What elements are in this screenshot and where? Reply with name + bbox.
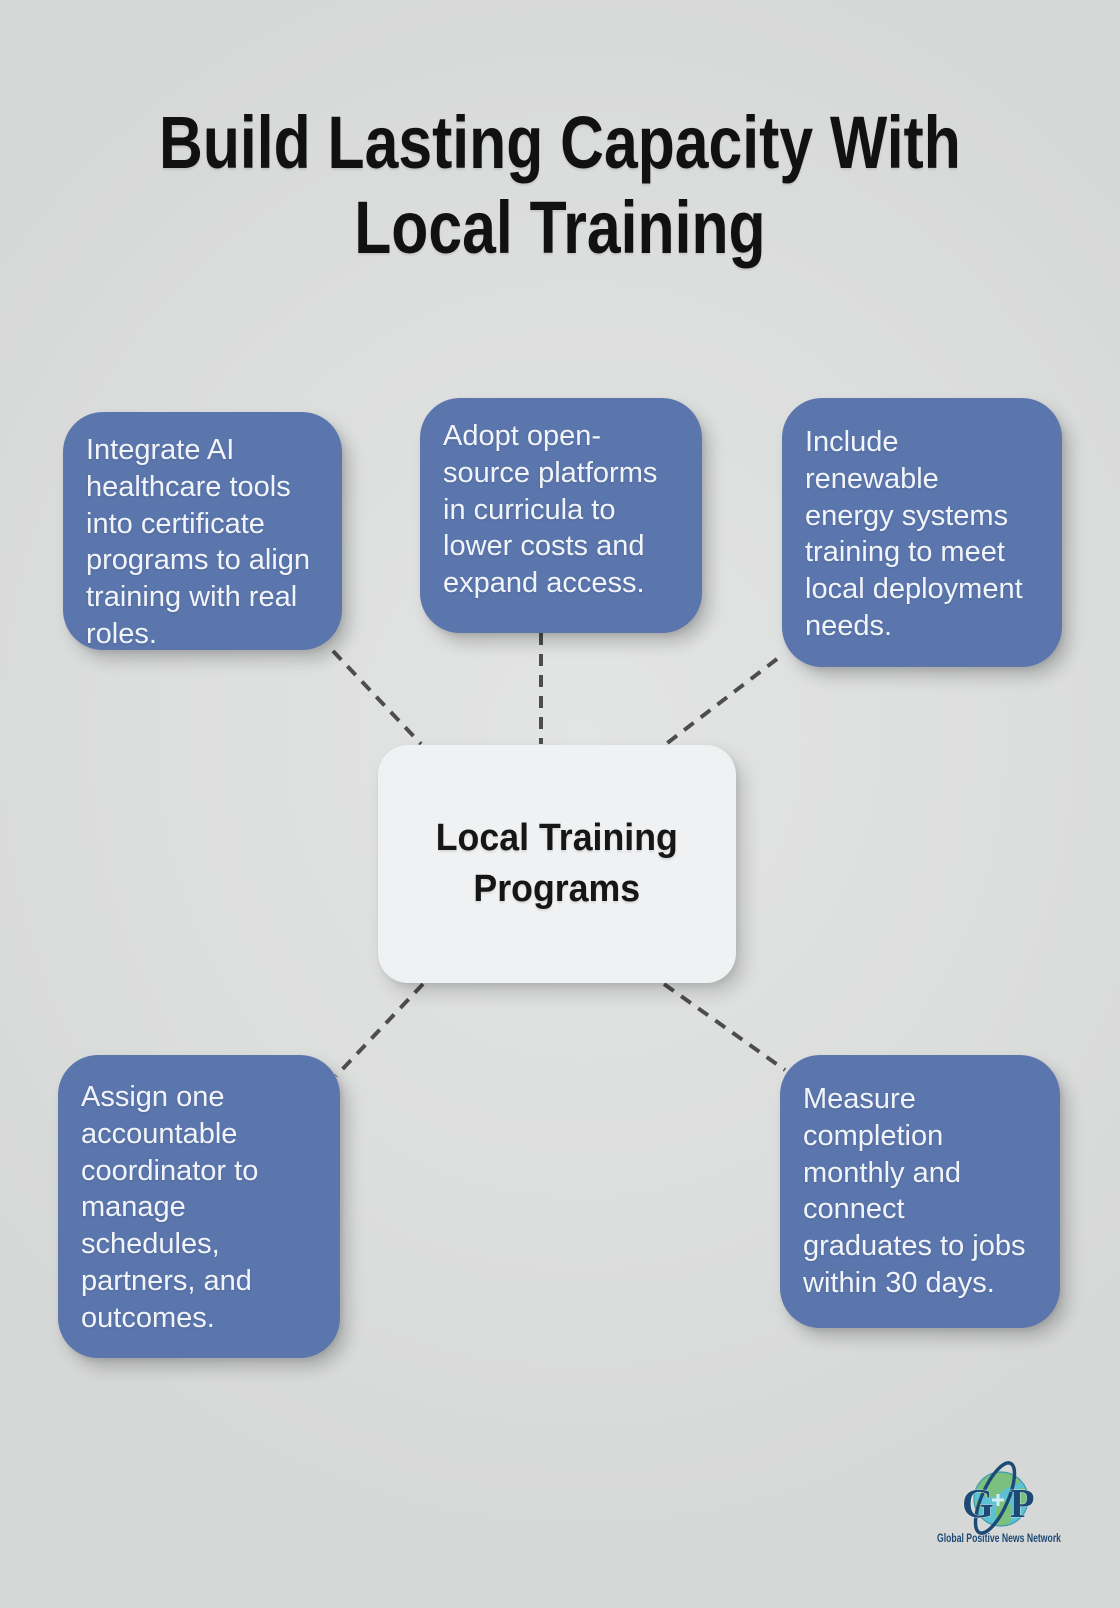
logo-letter-g: G — [962, 1480, 994, 1526]
node-bottom-right: Measure completion monthly and connect g… — [780, 1055, 1060, 1328]
node-top-left: Integrate AI healthcare tools into certi… — [63, 412, 342, 650]
central-node: Local Training Programs — [378, 745, 736, 983]
page-title-text: Build Lasting Capacity With Local Traini… — [159, 101, 961, 269]
logo-letter-p: P — [1009, 1480, 1034, 1526]
connector-line-top-right — [664, 657, 779, 746]
logo: G P Global Positive News Network — [937, 1461, 1061, 1545]
connector-line-bottom-right — [662, 982, 787, 1072]
plus-icon — [992, 1494, 1004, 1506]
connector-line-bottom-left — [334, 982, 425, 1078]
central-node-label: Local Training Programs — [435, 817, 679, 910]
node-top-middle: Adopt open- source platforms in curricul… — [420, 398, 702, 633]
logo-caption: Global Positive News Network — [937, 1531, 1061, 1545]
orbit-ellipse-icon — [973, 1461, 1017, 1535]
page-title: Build Lasting Capacity With Local Traini… — [0, 100, 1120, 270]
node-top-right: Include renewable energy systems trainin… — [782, 398, 1062, 667]
node-bottom-left: Assign one accountable coordinator to ma… — [58, 1055, 340, 1358]
connector-line-top-left — [331, 649, 423, 746]
